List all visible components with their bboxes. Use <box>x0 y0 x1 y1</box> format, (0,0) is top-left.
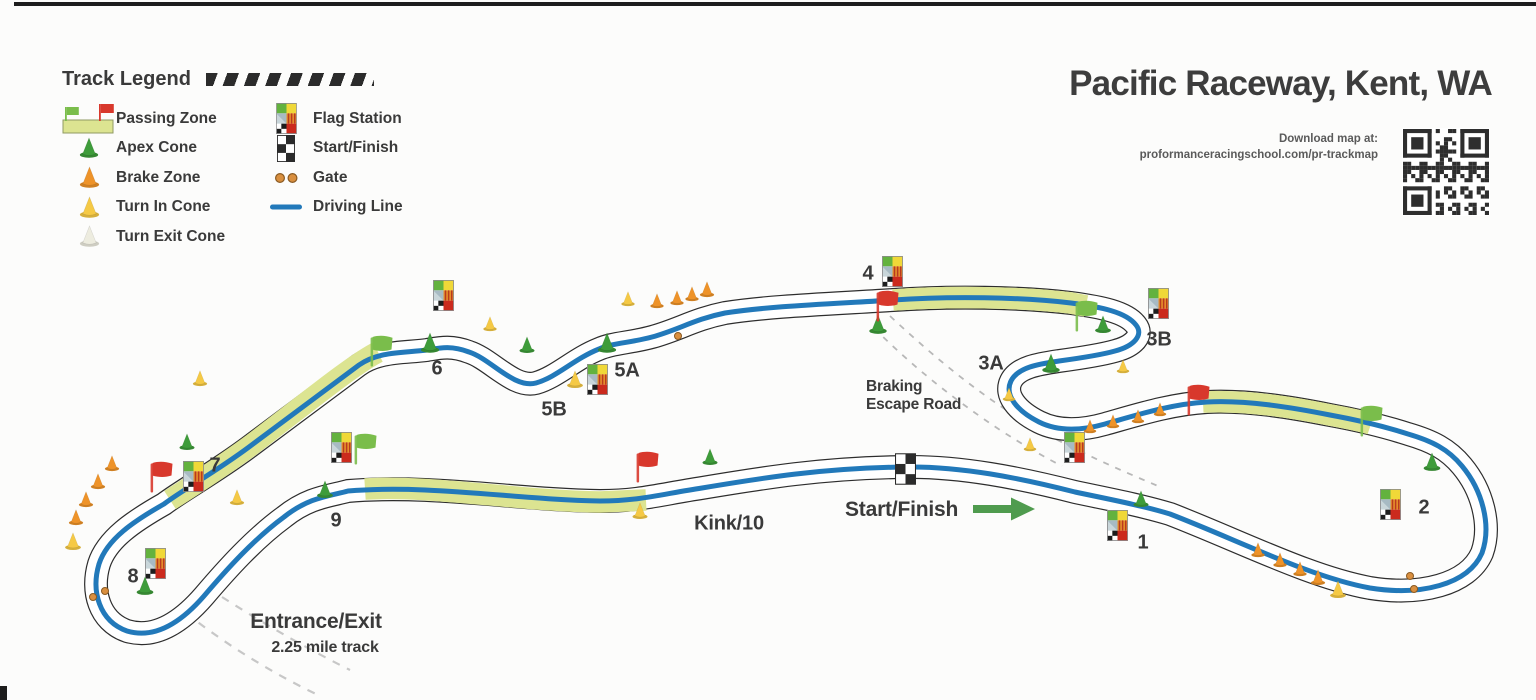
legend-item-driving-line: Driving Line <box>259 193 444 223</box>
legend-title: Track Legend <box>62 68 191 90</box>
flag-station-icon <box>882 256 903 287</box>
gate-icon <box>259 172 313 184</box>
entrance-road-line <box>221 596 351 671</box>
download-url: proformanceracingschool.com/pr-trackmap <box>1139 149 1378 162</box>
legend-item-start-finish: Start/Finish <box>259 134 444 164</box>
brake-cone-icon <box>670 290 684 306</box>
brake-cone-icon <box>68 509 84 526</box>
legend-item-turn-in-cone: Turn In Cone <box>62 193 259 223</box>
flag-station-icon <box>1107 510 1128 541</box>
turn-in-cone-icon <box>229 489 245 506</box>
flag-station-icon <box>587 364 608 395</box>
qr-code <box>1402 128 1490 216</box>
flag-station-icon <box>259 103 313 134</box>
brake-cone-icon <box>90 473 106 490</box>
apex-cone-icon <box>519 336 535 354</box>
scan-corner-mark <box>0 686 7 700</box>
download-info: Download map at: proformanceracingschool… <box>1140 131 1378 163</box>
turn-exit-cone-icon <box>62 225 116 248</box>
green-flag-icon <box>354 433 377 465</box>
legend-item-label: Apex Cone <box>116 139 197 157</box>
legend-item-label: Turn In Cone <box>116 198 211 216</box>
track-legend: Track Legend Passing Zone <box>62 68 444 252</box>
legend-item-label: Turn Exit Cone <box>116 227 226 245</box>
legend-item-apex-cone: Apex Cone <box>62 134 259 164</box>
legend-item-brake-zone: Brake Zone <box>62 163 259 193</box>
turn-in-cone-icon <box>621 291 635 307</box>
passing-zone-icon <box>62 102 116 136</box>
driving-line <box>93 295 1489 636</box>
driving-line-icon <box>259 202 313 212</box>
download-label: Download map at: <box>1278 133 1378 145</box>
gate-dot-icon <box>100 586 110 596</box>
gate-dot-icon <box>1405 571 1415 581</box>
turn-in-cone-icon <box>1023 437 1037 452</box>
start-finish-checker-icon <box>895 453 916 485</box>
flag-station-icon <box>331 432 352 463</box>
brake-cone-icon <box>685 286 699 302</box>
brake-cone-icon <box>650 293 664 309</box>
gate-dot-icon <box>673 331 683 341</box>
legend-item-passing-zone: Passing Zone <box>62 102 259 136</box>
flag-station-icon <box>1064 432 1085 463</box>
brake-cone-icon <box>104 455 120 472</box>
brake-cone-icon <box>78 491 94 508</box>
legend-item-label: Flag Station <box>313 109 402 127</box>
legend-item-turn-exit-cone: Turn Exit Cone <box>62 222 259 252</box>
flag-station-icon <box>183 461 204 492</box>
turn-in-cone-icon <box>62 196 116 219</box>
apex-cone-icon <box>62 137 116 159</box>
legend-item-label: Gate <box>313 168 348 186</box>
gate-dot-icon <box>1409 584 1419 594</box>
legend-item-flag-station: Flag Station <box>259 104 444 134</box>
turn-in-cone-icon <box>192 370 208 387</box>
turn-in-cone-icon <box>64 532 82 551</box>
legend-dashes-decoration <box>205 73 374 86</box>
entrance-road-line <box>185 612 317 695</box>
legend-item-gate: Gate <box>259 163 444 193</box>
flag-station-icon <box>1380 489 1401 520</box>
red-flag-icon <box>636 451 659 483</box>
apex-cone-icon <box>136 576 154 596</box>
flag-station-icon <box>433 280 454 311</box>
brake-zone-cone-icon <box>62 166 116 189</box>
legend-item-label: Passing Zone <box>116 109 217 127</box>
brake-cone-icon <box>699 281 715 298</box>
gate-dot-icon <box>88 592 98 602</box>
track-surface <box>85 286 1497 644</box>
page-title: Pacific Raceway, Kent, WA <box>1069 64 1493 103</box>
scan-edge-line <box>14 2 1536 6</box>
start-finish-icon <box>259 135 313 162</box>
braking-escape-road-line <box>873 327 1063 467</box>
apex-cone-icon <box>179 433 195 451</box>
legend-item-label: Start/Finish <box>313 139 399 157</box>
flag-station-icon <box>1148 288 1169 319</box>
flag-station-icon <box>145 548 166 579</box>
apex-cone-icon <box>702 448 718 466</box>
turn-in-cone-icon <box>483 316 497 332</box>
legend-header: Track Legend <box>62 68 444 91</box>
legend-item-label: Brake Zone <box>116 168 201 186</box>
legend-item-label: Driving Line <box>313 198 403 216</box>
direction-arrow-icon <box>973 497 1035 521</box>
